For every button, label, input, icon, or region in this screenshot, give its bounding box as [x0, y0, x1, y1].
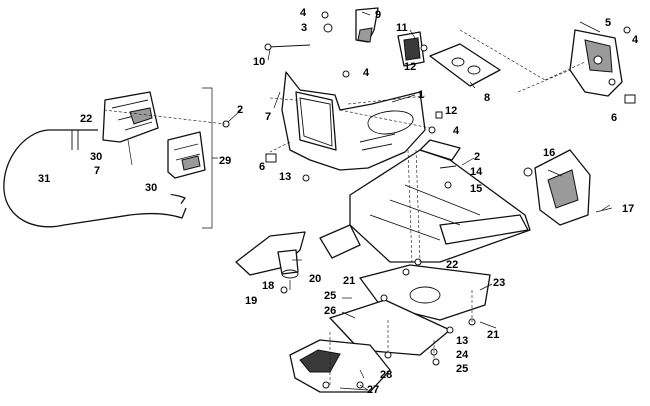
callout-2-bracket: 2 [237, 104, 243, 116]
callout-20: 20 [309, 273, 321, 285]
front-tray [289, 339, 391, 393]
callout-6-right: 6 [611, 112, 617, 124]
assembly-lines [103, 29, 586, 385]
hardware-fasteners [222, 11, 636, 389]
callout-7-bracket: 7 [94, 165, 100, 177]
bumper-bracket-upper [102, 91, 159, 143]
callout-4-middle: 4 [363, 67, 370, 79]
callout-4-right: 4 [632, 34, 639, 46]
callout-1: 1 [418, 89, 424, 101]
callout-4-top: 4 [300, 7, 307, 19]
leader-lines [127, 11, 611, 391]
callout-12-side: 12 [445, 105, 457, 117]
callout-4-lower: 4 [453, 125, 460, 137]
callout-12-top: 12 [404, 61, 416, 73]
callout-26: 26 [324, 305, 336, 317]
bumper-bracket-lower [167, 131, 206, 179]
callout-18: 18 [262, 280, 274, 292]
callout-27: 27 [367, 384, 379, 396]
callout-31: 31 [38, 173, 50, 185]
callout-11: 11 [396, 22, 408, 34]
callout-6-left: 6 [259, 161, 265, 173]
frame-tube-assembly [319, 139, 531, 263]
console-bracket [397, 31, 425, 67]
callout-25-lower: 25 [456, 363, 468, 375]
callout-22-frame: 22 [446, 259, 458, 271]
steering-post-bracket [569, 29, 623, 97]
callout-13-lower: 13 [456, 335, 468, 347]
callout-30-lower: 30 [145, 182, 157, 194]
side-frame-bracket [534, 149, 591, 226]
callout-19: 19 [245, 295, 257, 307]
callout-22-bracket: 22 [80, 113, 92, 125]
callout-24: 24 [456, 349, 469, 361]
callout-29: 29 [219, 155, 231, 167]
callout-28: 28 [380, 369, 392, 381]
support-plate [429, 43, 501, 87]
callout-23: 23 [493, 277, 505, 289]
callout-17: 17 [622, 203, 634, 215]
callout-14: 14 [470, 166, 483, 178]
callout-25-upper: 25 [324, 290, 336, 302]
group-bracket-29 [202, 87, 218, 229]
callout-7-bulkhead: 7 [265, 111, 271, 123]
callout-15: 15 [470, 183, 482, 195]
front-bumper [3, 129, 187, 228]
front-bulkhead [281, 71, 426, 171]
callout-3: 3 [301, 22, 307, 34]
callout-21-left: 21 [343, 275, 355, 287]
callout-10: 10 [253, 56, 265, 68]
callout-30-upper: 30 [90, 151, 102, 163]
callout-5: 5 [605, 17, 611, 29]
callout-labels: 1 2 2 3 4 4 4 4 5 6 6 7 7 8 9 10 11 12 1… [38, 7, 639, 396]
steering-spindle-casting [235, 231, 306, 279]
callout-8: 8 [484, 92, 490, 104]
callout-13-upper: 13 [279, 171, 291, 183]
steering-shroud [355, 7, 379, 43]
callout-9: 9 [375, 9, 381, 21]
callout-21-right: 21 [487, 329, 499, 341]
callout-2-frame: 2 [474, 151, 480, 163]
callout-16: 16 [543, 147, 555, 159]
